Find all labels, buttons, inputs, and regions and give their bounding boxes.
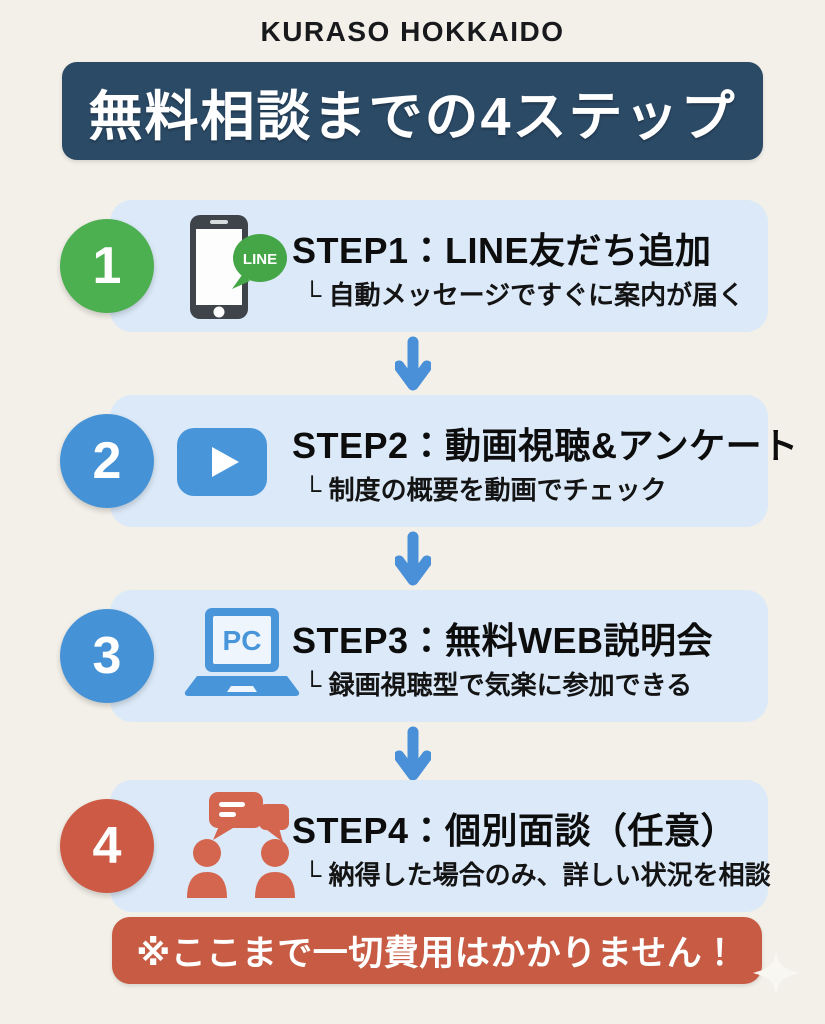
brand-title: KURASO HOKKAIDO [260,16,565,47]
smartphone-line-icon: LINE [188,213,300,326]
step-subtitle-4: └ 納得した場合のみ、詳しい状況を相談 [303,860,771,890]
step-subtitle-2: └ 制度の概要を動画でチェック [303,475,667,505]
step-title-3: STEP3：無料WEB説明会 [292,620,714,661]
step-number-badge-4: 4 [60,799,154,893]
pc-screen-label: PC [223,625,262,656]
step-subtitle-3: └ 録画視聴型で気楽に参加できる [303,670,693,700]
consultation-people-icon [183,790,301,903]
video-play-icon [177,428,267,501]
down-arrow-icon [393,336,433,397]
step-number-badge-3: 3 [60,609,154,703]
headline-text: 無料相談までの4ステップ [88,86,737,147]
footer-note-text: ※ここまで一切費用はかかりません！ [136,934,738,973]
sparkle-icon [752,949,800,1002]
step-title-1: STEP1：LINE友だち追加 [292,230,712,271]
step-subtitle-1: └ 自動メッセージですぐに案内が届く [303,280,745,310]
headline-banner: 無料相談までの4ステップ [62,62,763,160]
line-bubble-label: LINE [243,251,277,268]
step-title-2: STEP2：動画視聴&アンケート [292,425,799,466]
step-number-badge-2: 2 [60,414,154,508]
footer-banner: ※ここまで一切費用はかかりません！ [112,917,762,984]
step-number-badge-1: 1 [60,219,154,313]
step-title-4: STEP4：個別面談（任意） [292,810,738,851]
down-arrow-icon [393,531,433,592]
laptop-pc-icon: PC [183,608,301,705]
down-arrow-icon [393,726,433,787]
